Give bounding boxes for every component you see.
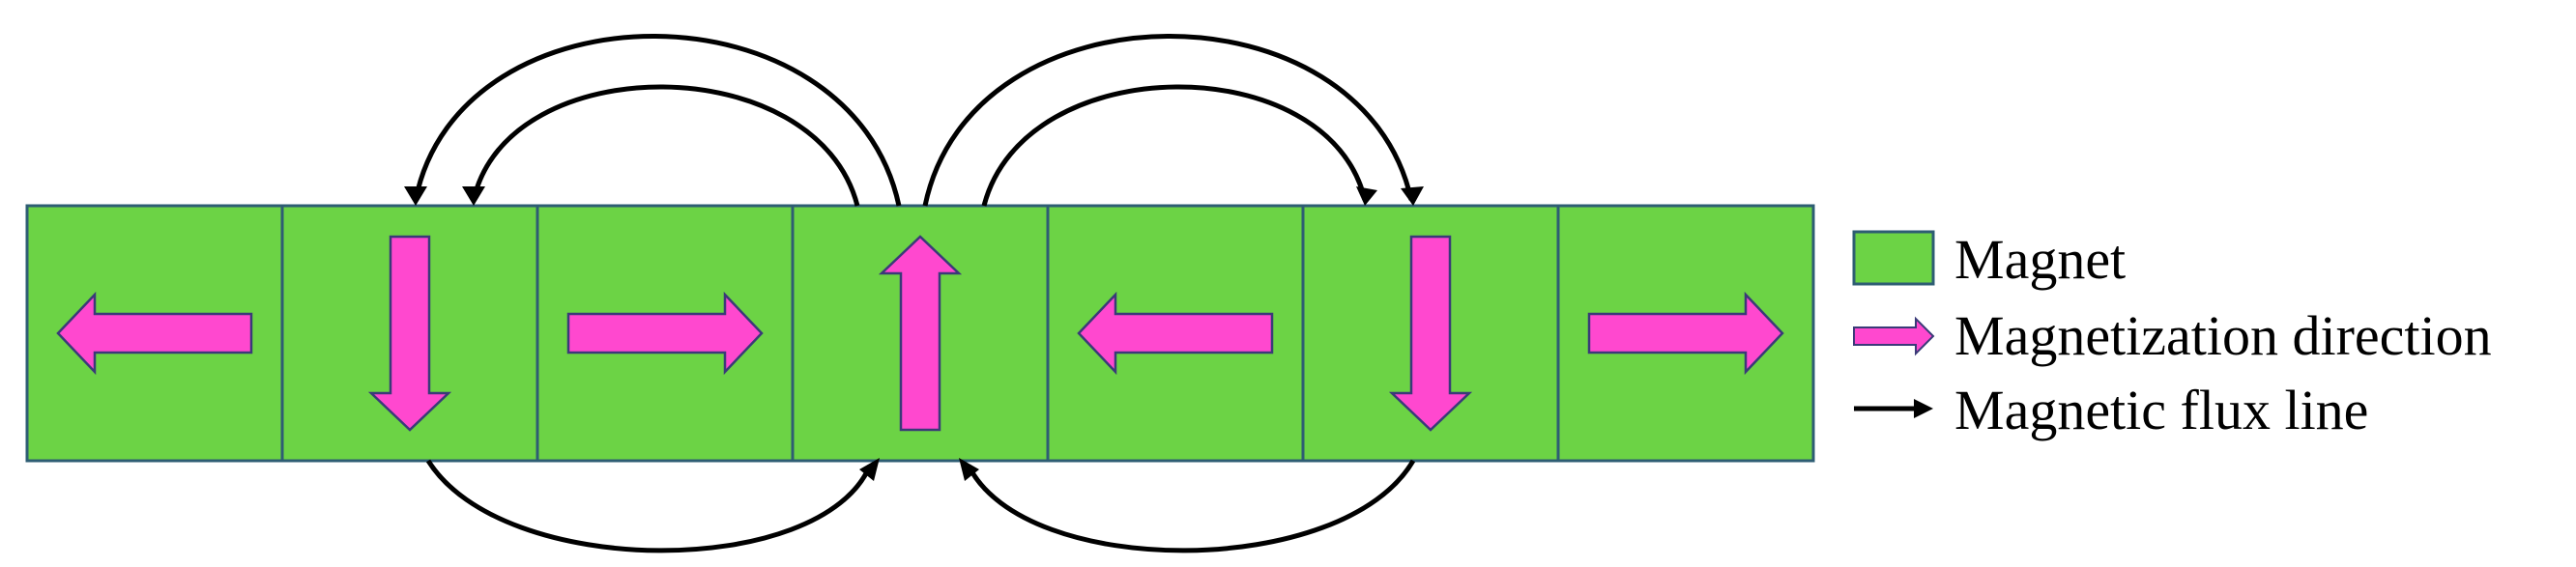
- magnetization-arrow-right: [566, 291, 764, 376]
- magnet-row: [25, 204, 1815, 463]
- legend-magnet-swatch: [1852, 230, 1935, 286]
- magnet-block: [1556, 204, 1815, 463]
- magnet-block: [280, 204, 539, 463]
- legend-flux-label: Magnetic flux line: [1954, 379, 2368, 441]
- magnetization-arrow-up: [878, 235, 963, 432]
- flux-head-4: [1401, 186, 1424, 206]
- magnet-block: [1301, 204, 1560, 463]
- flux-line-top-right-outer: [922, 34, 1414, 207]
- legend-flux-swatch-head: [1914, 399, 1933, 418]
- magnet-block: [25, 204, 284, 463]
- magnet-block: [1046, 204, 1305, 463]
- legend: Magnet Magnetization direction Magnetic …: [1852, 228, 2492, 441]
- magnetization-arrow-down: [1388, 235, 1473, 432]
- legend-magnetization-swatch: [1853, 316, 1935, 356]
- magnetization-arrow-down: [367, 235, 452, 432]
- flux-head-3: [1356, 186, 1377, 206]
- flux-head-5: [859, 458, 880, 481]
- flux-line-top-right-inner: [981, 84, 1368, 207]
- magnetization-arrow-left: [56, 291, 253, 376]
- flux-head-6: [959, 458, 979, 481]
- flux-line-bottom-right: [966, 459, 1416, 553]
- flux-line-top-left-outer: [413, 34, 902, 207]
- flux-line-top-left-inner: [471, 84, 860, 207]
- magnetization-arrow-left: [1077, 291, 1274, 376]
- magnetization-arrow-right: [1587, 291, 1784, 376]
- flux-line-bottom-left: [425, 459, 873, 553]
- flux-arrowheads: [404, 186, 1424, 481]
- magnet-block: [791, 204, 1050, 463]
- legend-magnet-label: Magnet: [1954, 228, 2126, 291]
- flux-head-1: [404, 186, 427, 206]
- legend-magnetization-label: Magnetization direction: [1954, 304, 2492, 367]
- flux-head-2: [462, 186, 485, 206]
- flux-lines: [413, 34, 1416, 553]
- magnet-block: [535, 204, 795, 463]
